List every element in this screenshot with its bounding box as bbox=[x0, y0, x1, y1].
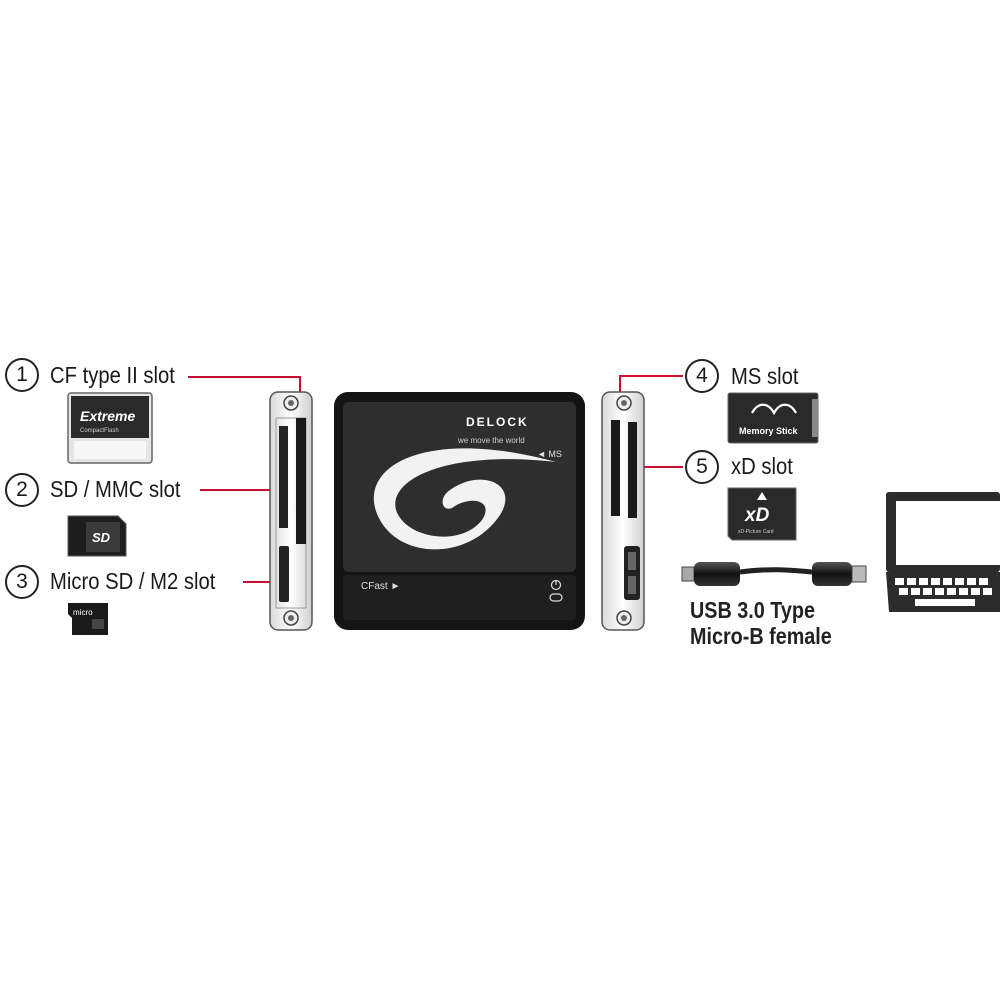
reader-front: DELOCK we move the world ◄ MS CFast ► bbox=[334, 392, 585, 630]
ms-slot bbox=[611, 420, 620, 516]
callout-number-2: 2 bbox=[5, 473, 39, 507]
svg-text:xD: xD bbox=[744, 505, 770, 526]
sd-card-image: SD bbox=[67, 515, 127, 557]
cfast-mark: CFast ► bbox=[361, 581, 400, 592]
svg-text:Extreme: Extreme bbox=[80, 408, 135, 424]
svg-text:Memory Stick: Memory Stick bbox=[739, 426, 799, 436]
reader-right-side bbox=[601, 391, 645, 631]
microsd-slot-label: Micro SD / M2 slot bbox=[50, 568, 216, 594]
svg-text:micro: micro bbox=[73, 608, 93, 617]
usb-caption-line2: Micro-B female bbox=[690, 623, 832, 649]
callout-number-3: 3 bbox=[5, 565, 39, 599]
xd-card-image: xD xD-Picture Card bbox=[727, 487, 797, 541]
callout-number-4: 4 bbox=[685, 359, 719, 393]
usb-port-caption: USB 3.0 Type Micro-B female bbox=[690, 597, 832, 649]
sd-slot bbox=[279, 426, 288, 528]
svg-text:xD-Picture Card: xD-Picture Card bbox=[738, 529, 774, 535]
xd-slot-label: xD slot bbox=[731, 453, 793, 479]
cf-slot bbox=[296, 418, 306, 544]
xd-slot bbox=[628, 422, 637, 518]
brand-logo: DELOCK bbox=[466, 415, 529, 429]
activity-icon bbox=[549, 593, 563, 602]
swoosh-graphic bbox=[373, 448, 556, 550]
microsd-card-image: micro bbox=[68, 603, 108, 635]
svg-text:SD: SD bbox=[92, 530, 111, 545]
usb-caption-line1: USB 3.0 Type bbox=[690, 597, 815, 623]
reader-left-side bbox=[269, 391, 313, 631]
laptop-icon bbox=[886, 492, 1000, 612]
callout-number-1: 1 bbox=[5, 358, 39, 392]
callout-number-5: 5 bbox=[685, 450, 719, 484]
cf-slot-label: CF type II slot bbox=[50, 362, 175, 388]
ms-slot-label: MS slot bbox=[731, 363, 799, 389]
ms-card-image: Memory Stick bbox=[727, 392, 819, 444]
cf-card-image: Extreme CompactFlash bbox=[67, 392, 153, 464]
usb-cable-icon bbox=[681, 562, 867, 586]
sd-slot-label: SD / MMC slot bbox=[50, 476, 181, 502]
brand-tagline: we move the world bbox=[457, 436, 525, 445]
microsd-slot bbox=[279, 546, 289, 602]
ms-mark: ◄ MS bbox=[537, 449, 562, 459]
svg-text:CompactFlash: CompactFlash bbox=[80, 428, 119, 434]
